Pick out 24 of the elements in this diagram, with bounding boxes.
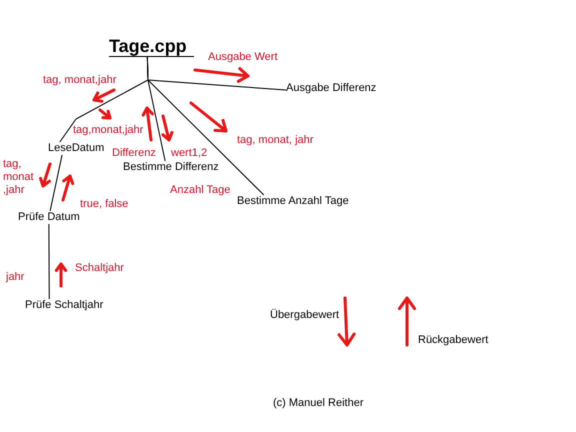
data-label: Schaltjahr — [75, 262, 124, 275]
module-label: Prüfe Datum — [18, 211, 80, 224]
legend-text: Übergabewert — [270, 309, 340, 322]
data-label: Ausgabe Wert — [208, 51, 278, 64]
data-label: tag,monat,jahr — [73, 124, 144, 137]
module-label: Bestimme Anzahl Tage — [237, 195, 349, 208]
connector-line — [48, 224, 50, 300]
module-label: LeseDatum — [48, 142, 104, 155]
program-title: Tage.cpp — [109, 36, 194, 57]
data-label: tag, monat,jahr — [43, 74, 116, 87]
copyright-caption: (c) Manuel Reither — [273, 397, 364, 410]
data-label: tag, monat, jahr — [237, 134, 314, 147]
data-label: true, false — [80, 198, 128, 211]
module-label: Prüfe Schaltjahr — [25, 299, 104, 312]
module-label: Ausgabe Differenz — [286, 82, 376, 95]
data-label: Differenz — [112, 147, 156, 160]
connector-line — [146, 56, 264, 196]
data-label: jahr — [6, 271, 24, 284]
data-label: Anzahl Tage — [170, 184, 230, 197]
data-label: tag, monat ,jahr — [3, 158, 35, 197]
connector-line — [50, 154, 63, 212]
data-label: wert1,2 — [171, 147, 208, 160]
legend-text: Rückgabewert — [418, 334, 488, 347]
module-label: Bestimme Differenz — [123, 161, 219, 174]
